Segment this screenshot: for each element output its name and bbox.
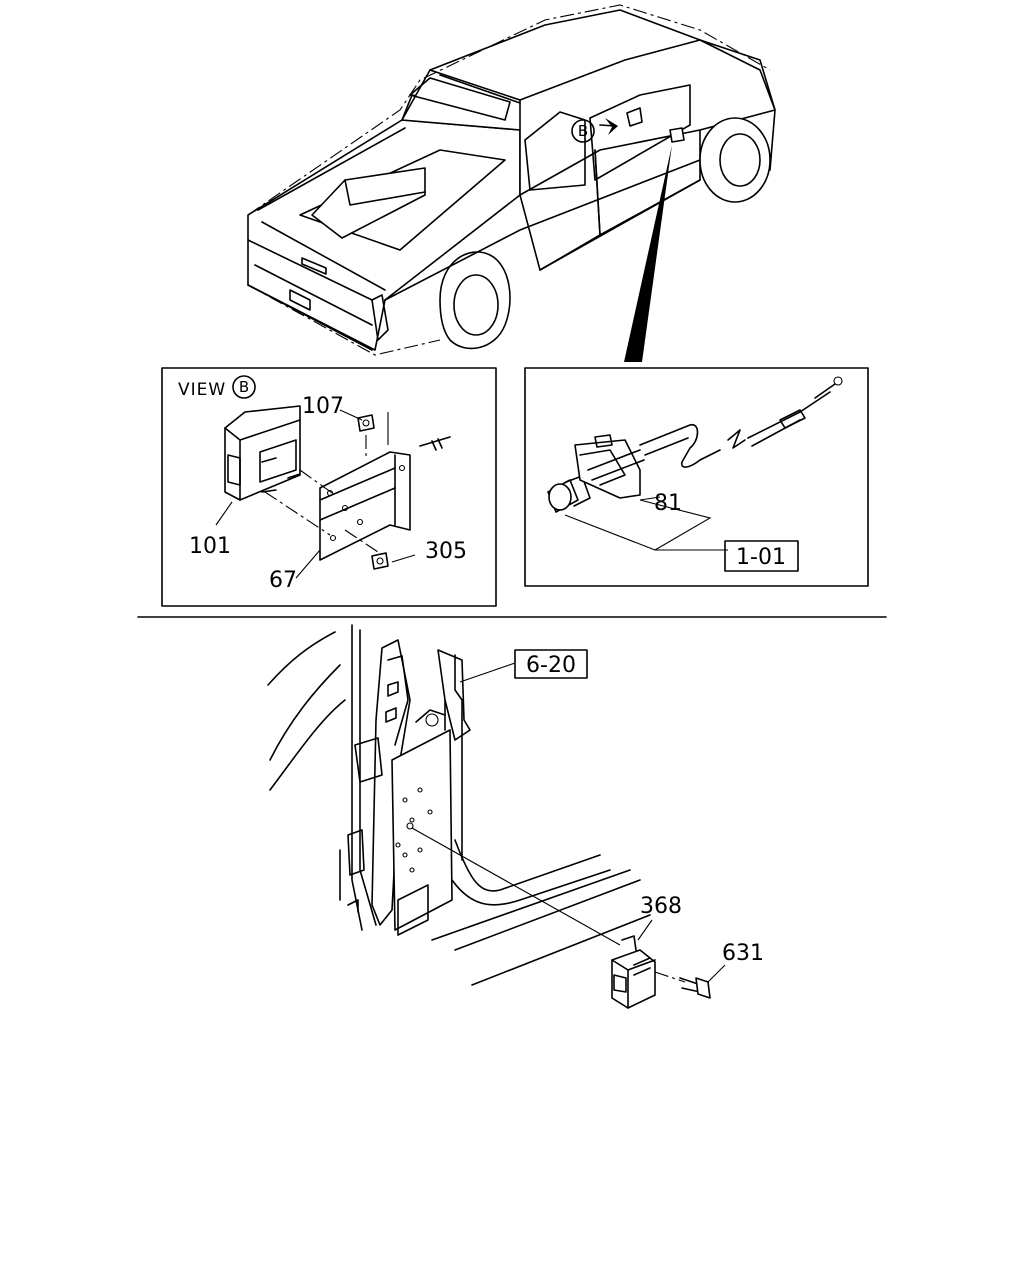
part-label-101: 101 [189, 534, 231, 559]
reference-1-01: 1-01 [736, 545, 786, 570]
part-label-67: 67 [269, 568, 297, 593]
part-label-107: 107 [302, 394, 344, 419]
pickup-truck-illustration: B [247, 4, 776, 362]
part-label-368: 368 [640, 894, 682, 919]
body-pillar-illustration: 6-20 368 631 [267, 624, 764, 1009]
part-label-631: 631 [722, 941, 764, 966]
view-b-panel: VIEW B [161, 367, 497, 607]
part-label-305: 305 [425, 539, 467, 564]
part-label-81: 81 [654, 491, 682, 516]
reference-6-20: 6-20 [526, 653, 576, 678]
view-label: VIEW [178, 380, 226, 400]
view-marker: B [239, 378, 249, 396]
cable-panel: 81 1-01 [524, 367, 869, 587]
truck-view-marker: B [578, 122, 588, 140]
